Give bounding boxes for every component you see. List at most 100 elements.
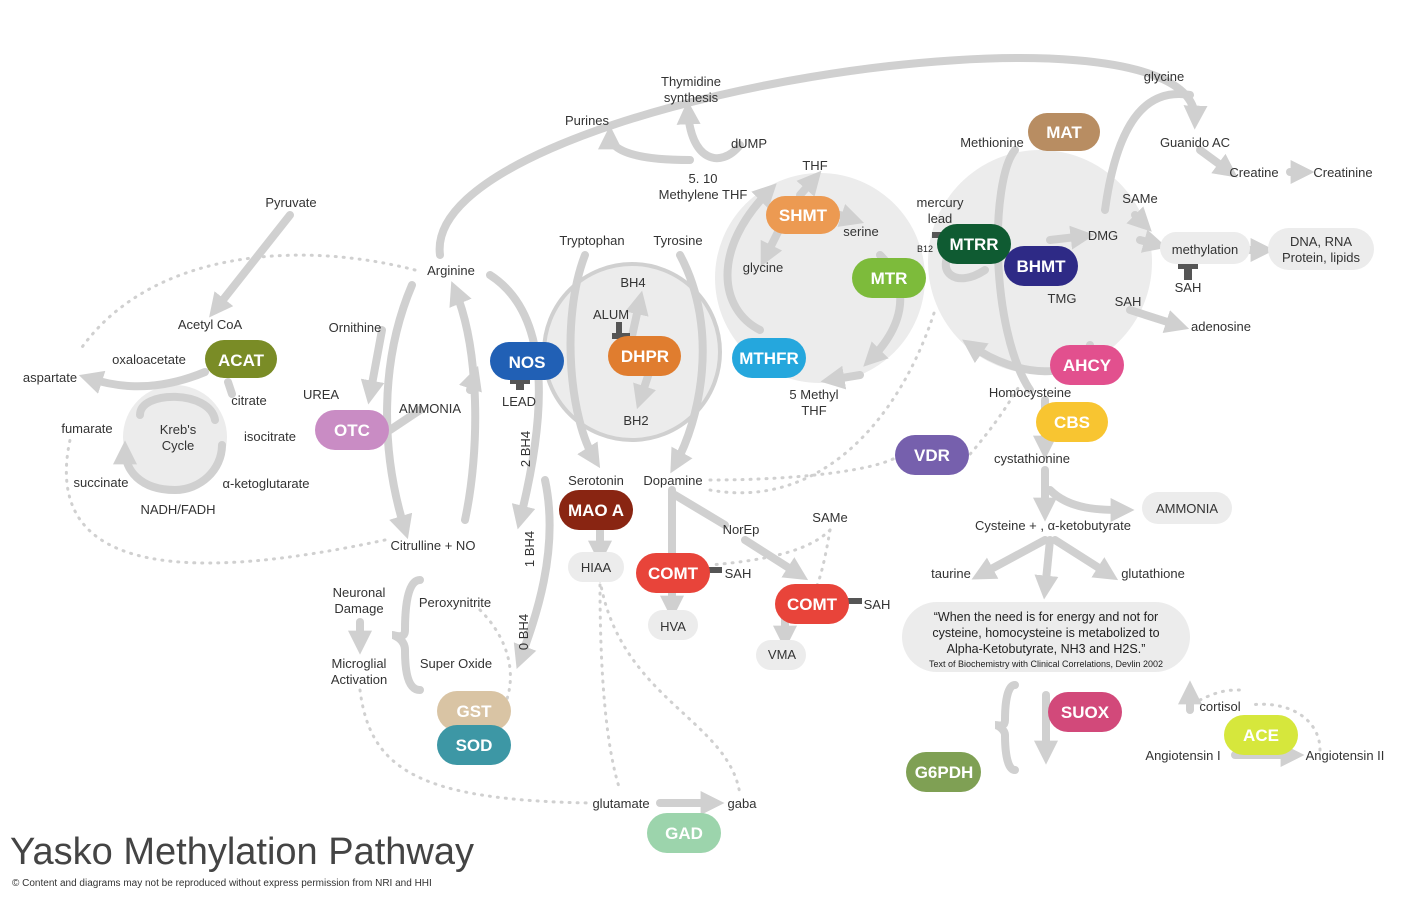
label-acetyl-coa: Acetyl CoA [178,317,243,332]
label-microglial-activation: Activation [331,672,387,687]
label-mercury: mercury [917,195,964,210]
enzyme-otc-label: OTC [334,421,370,440]
label-thymidine-synthesis: synthesis [664,90,719,105]
label-arginine: Arginine [427,263,475,278]
enzyme-g6pdh: G6PDH [906,752,981,792]
label-microglial: Microglial [332,656,387,671]
label-gaba: gaba [728,796,758,811]
label-methylene-thf: Methylene THF [659,187,748,202]
folate-cycle-circle [715,173,925,383]
label-norep: NorEp [723,522,760,537]
label-tyrosine: Tyrosine [653,233,702,248]
enzyme-dhpr: DHPR [608,336,681,376]
label-b12: B12 [917,244,933,254]
label-sah-1: SAH [725,566,752,581]
label-mercury-lead: lead [928,211,953,226]
quote-line-1: “When the need is for energy and not for [934,610,1158,624]
copyright-notice: © Content and diagrams may not be reprod… [12,878,432,889]
label-krebs-cycle: Cycle [162,438,195,453]
label-dmg: DMG [1088,228,1118,243]
label-protein-lipids: Protein, lipids [1282,250,1361,265]
label-creatinine: Creatinine [1313,165,1372,180]
label-taurine: taurine [931,566,971,581]
label-guanido-ac: Guanido AC [1160,135,1230,150]
label-ammonia-1: AMMONIA [399,401,461,416]
label-succinate: succinate [74,475,129,490]
label-methionine: Methionine [960,135,1024,150]
label-alum: ALUM [593,307,629,322]
label-bh4: BH4 [620,275,645,290]
label-neuronal: Neuronal [333,585,386,600]
label-thf: THF [802,158,827,173]
enzyme-mat: MAT [1028,113,1100,151]
label-fumarate: fumarate [61,421,112,436]
dotted-pathway-arrows [64,253,1322,805]
label-purines: Purines [565,113,610,128]
label-cysteine: Cysteine + , α-ketobutyrate [975,518,1131,533]
enzyme-ace-label: ACE [1243,726,1279,745]
page-title: Yasko Methylation Pathway [10,831,474,873]
enzyme-gst: GST [437,691,511,731]
enzyme-cbs-label: CBS [1054,413,1090,432]
enzyme-comt-2-label: COMT [787,595,838,614]
enzyme-gad: GAD [647,813,721,853]
label-bh2: BH2 [623,413,648,428]
label-hiaa: HIAA [581,560,612,575]
label-nadh-fadh: NADH/FADH [140,502,215,517]
bubbles [568,228,1374,672]
enzyme-mtr: MTR [852,258,926,298]
label-dna-rna: DNA, RNA [1290,234,1352,249]
enzyme-nos: NOS [490,342,564,380]
enzyme-vdr: VDR [895,435,969,475]
enzyme-comt-1: COMT [636,553,710,593]
enzyme-shmt: SHMT [766,196,840,234]
label-0-bh4: 0 BH4 [516,614,531,650]
label-serotonin: Serotonin [568,473,624,488]
enzyme-suox: SUOX [1048,692,1122,732]
label-krebs: Kreb's [160,422,197,437]
label-isocitrate: isocitrate [244,429,296,444]
enzyme-mtrr: MTRR [937,224,1011,264]
enzyme-mthfr-label: MTHFR [739,349,798,368]
enzyme-comt-2: COMT [775,584,849,624]
label-same-1: SAMe [812,510,847,525]
label-hva: HVA [660,619,686,634]
label-alpha-ketoglutarate: α-ketoglutarate [222,476,309,491]
label-urea: UREA [303,387,339,402]
enzyme-ahcy: AHCY [1050,345,1124,385]
label-glutamate: glutamate [592,796,649,811]
label-tmg: TMG [1048,291,1077,306]
enzyme-ahcy-label: AHCY [1063,356,1112,375]
label-methylene-5-10: 5. 10 [689,171,718,186]
enzyme-bhmt-label: BHMT [1016,257,1066,276]
label-citrate: citrate [231,393,266,408]
label-vma: VMA [768,647,797,662]
enzyme-vdr-label: VDR [914,446,950,465]
enzyme-sod: SOD [437,725,511,765]
label-methylation: methylation [1172,242,1238,257]
pathway-arrows [78,54,1315,815]
label-angiotensin-1: Angiotensin I [1145,748,1220,763]
label-oxaloacetate: oxaloacetate [112,352,186,367]
metabolite-labels: Pyruvate Acetyl CoA oxaloacetate asparta… [23,69,1384,811]
label-super-oxide: Super Oxide [420,656,492,671]
label-sah-3: SAH [1115,294,1142,309]
label-sah-2: SAH [864,597,891,612]
enzyme-mtr-label: MTR [871,269,908,288]
enzyme-mao-a-label: MAO A [568,501,624,520]
label-aspartate: aspartate [23,370,77,385]
label-serine: serine [843,224,878,239]
label-cystathionine: cystathionine [994,451,1070,466]
label-same-2: SAMe [1122,191,1157,206]
enzyme-cbs: CBS [1036,402,1108,442]
label-glycine-1: glycine [743,260,783,275]
label-dopamine: Dopamine [643,473,702,488]
label-dump: dUMP [731,136,767,151]
label-creatine: Creatine [1229,165,1278,180]
enzyme-g6pdh-label: G6PDH [915,763,974,782]
label-angiotensin-2: Angiotensin II [1306,748,1385,763]
label-lead: LEAD [502,394,536,409]
quote-box: “When the need is for energy and not for… [929,610,1163,669]
quote-citation: Text of Biochemistry with Clinical Corre… [929,659,1163,669]
